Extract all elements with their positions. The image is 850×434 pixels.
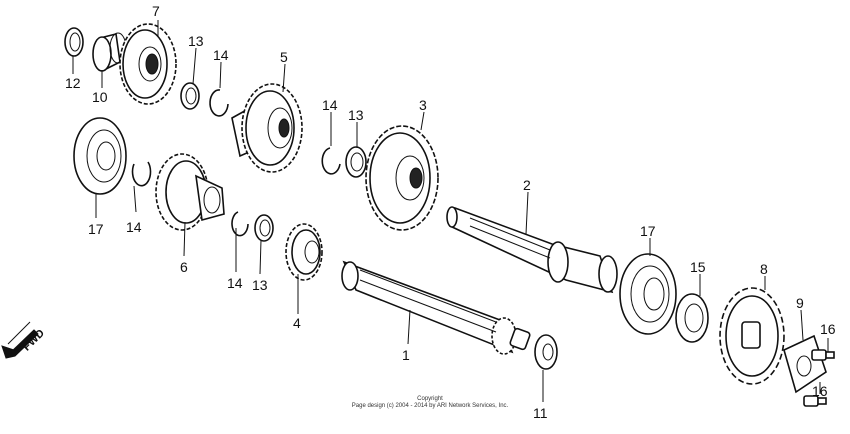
- fwd-label: FWD: [21, 327, 47, 353]
- callout-14: 14: [213, 47, 229, 63]
- part-12-washer[interactable]: [64, 27, 84, 57]
- leader-lines: [72, 20, 829, 402]
- part-14-circlip-mid[interactable]: [321, 147, 341, 175]
- part-14-circlip-left[interactable]: [131, 161, 152, 187]
- part-16-bolt-upper[interactable]: [811, 349, 835, 361]
- part-13-collar-top[interactable]: [180, 82, 200, 110]
- callout-1: 1: [402, 347, 410, 363]
- callout-15: 15: [690, 259, 706, 275]
- callout-13: 13: [188, 33, 204, 49]
- callout-11: 11: [533, 405, 548, 421]
- part-5-gear[interactable]: [231, 83, 303, 173]
- part-10-bushing[interactable]: [92, 32, 127, 72]
- copyright-line-2: Page design (c) 2004 - 2014 by ARI Netwo…: [351, 403, 509, 409]
- callout-13: 13: [348, 107, 364, 123]
- callout-6: 6: [180, 259, 188, 275]
- callout-14: 14: [227, 275, 243, 291]
- callout-12: 12: [65, 75, 81, 91]
- callout-5: 5: [280, 49, 288, 65]
- part-16-bolt-lower[interactable]: [803, 395, 827, 407]
- callout-7: 7: [152, 3, 160, 19]
- part-7-gear[interactable]: [119, 23, 177, 105]
- part-8-drive-sprocket[interactable]: [719, 287, 785, 385]
- callout-17: 17: [640, 223, 656, 239]
- part-11-washer[interactable]: [534, 334, 558, 370]
- callout-14: 14: [322, 97, 338, 113]
- callout-3: 3: [419, 97, 427, 113]
- part-6-gear[interactable]: [155, 153, 225, 231]
- part-2-countershaft[interactable]: [446, 206, 618, 294]
- part-14-circlip-top[interactable]: [209, 89, 229, 117]
- part-13-collar-mid[interactable]: [345, 146, 367, 178]
- callout-17: 17: [88, 221, 104, 237]
- callout-13: 13: [252, 277, 268, 293]
- part-1-mainshaft[interactable]: [341, 260, 531, 355]
- callout-9: 9: [796, 295, 804, 311]
- callout-16: 16: [820, 321, 836, 337]
- copyright-line-1: Copyright: [417, 396, 443, 402]
- part-17-bearing-left[interactable]: [73, 117, 127, 195]
- copyright-notice: Copyright Page design (c) 2004 - 2014 by…: [330, 396, 530, 410]
- callout-4: 4: [293, 315, 301, 331]
- part-17-bearing-right[interactable]: [619, 253, 677, 335]
- fwd-arrow-icon: [1, 321, 39, 359]
- callout-10: 10: [92, 89, 108, 105]
- callout-14: 14: [126, 219, 142, 235]
- part-3-gear[interactable]: [365, 125, 439, 231]
- callout-16: 16: [812, 383, 828, 399]
- part-14-circlip-lower[interactable]: [231, 211, 249, 237]
- callout-8: 8: [760, 261, 768, 277]
- part-15-oil-seal[interactable]: [675, 293, 709, 343]
- callout-2: 2: [523, 177, 531, 193]
- part-4-gear[interactable]: [285, 223, 323, 281]
- part-13-collar-lower[interactable]: [254, 214, 274, 242]
